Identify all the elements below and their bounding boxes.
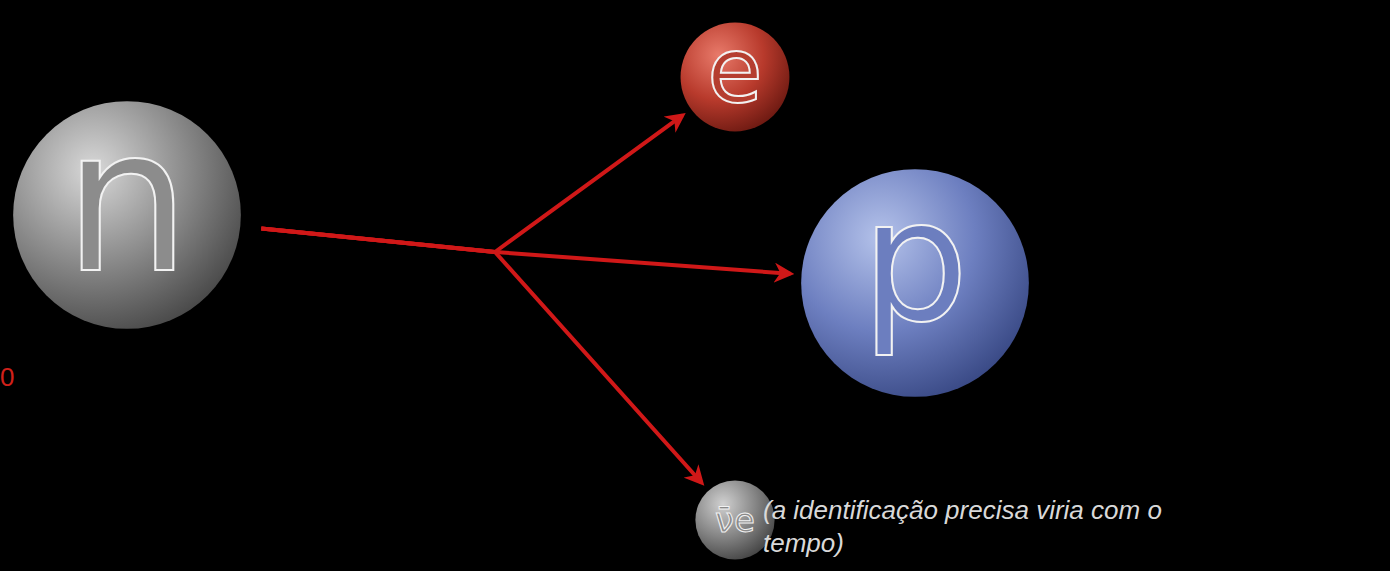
particle-sphere: p (800, 168, 1030, 398)
particle-symbol: n (64, 101, 191, 301)
cut-label: 0 (0, 362, 14, 393)
note-text: (a identificação precisa viria com o tem… (763, 494, 1163, 559)
particle-sphere: e (680, 22, 790, 132)
particle-symbol: p (861, 176, 969, 346)
particle-symbol: e (707, 26, 762, 116)
decay-arrow (261, 229, 701, 483)
particle-sphere: n (12, 100, 242, 330)
particle-symbol: ν̄e (715, 503, 755, 537)
decay-arrow (261, 115, 682, 252)
